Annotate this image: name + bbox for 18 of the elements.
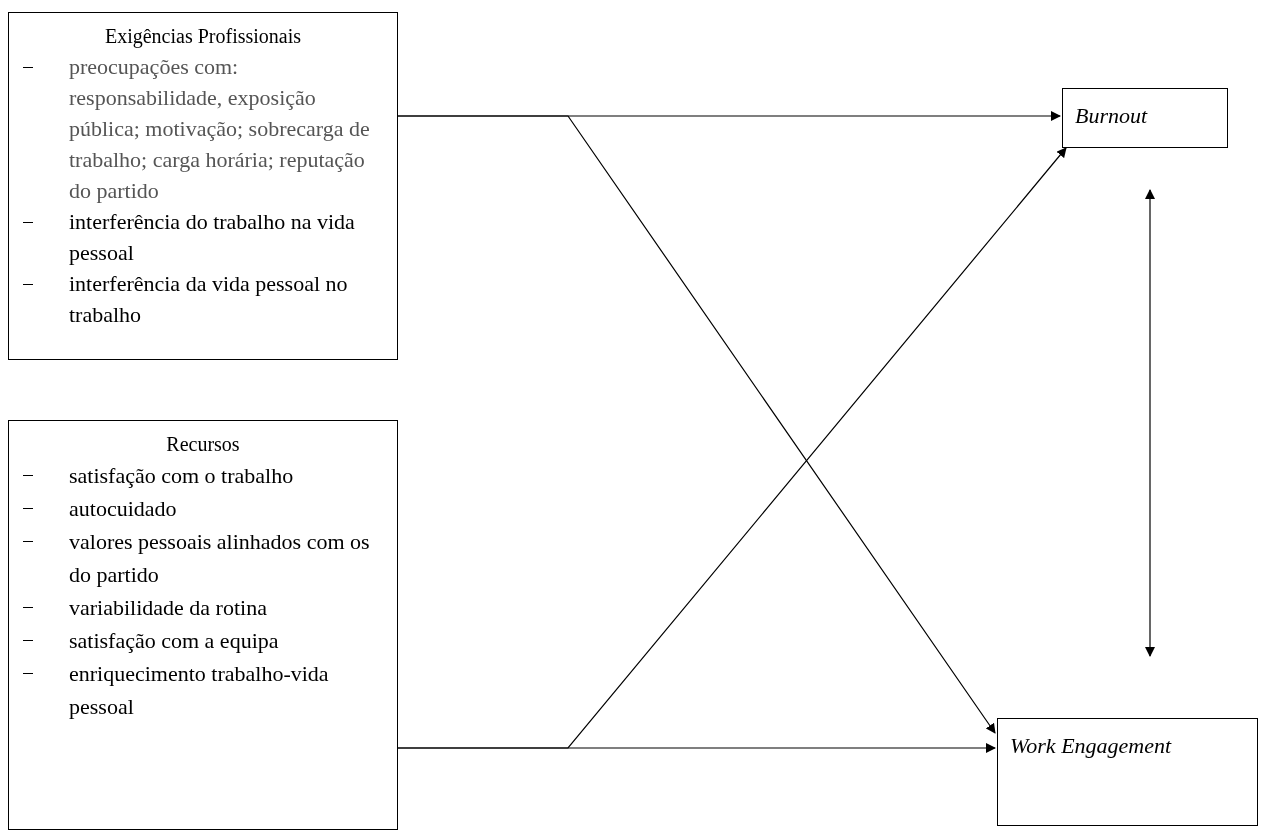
list-item: preocupações com: responsabilidade, exposição pública; motivação; sobrecarga de trabalho; carga horária; reputação do partido bbox=[69, 53, 371, 205]
outcome-label: Work Engagement bbox=[1010, 732, 1172, 760]
list-item: autocuidado bbox=[69, 495, 178, 523]
list-box bbox=[8, 12, 398, 360]
arrow bbox=[397, 743, 996, 753]
list-item: satisfação com o trabalho bbox=[69, 462, 295, 490]
box-heading: Exigências Profissionais bbox=[104, 24, 302, 50]
arrow bbox=[1145, 189, 1155, 657]
outcome-label: Burnout bbox=[1075, 102, 1148, 130]
outcome-box bbox=[1062, 88, 1228, 148]
list-item: enriquecimento trabalho-vida pessoal bbox=[69, 660, 330, 721]
box-heading: Recursos bbox=[166, 432, 240, 457]
list-item: variabilidade da rotina bbox=[69, 594, 268, 622]
list-item: interferência da vida pessoal no trabalho bbox=[69, 270, 349, 329]
list-box bbox=[8, 420, 398, 830]
outcome-box bbox=[997, 718, 1258, 826]
list-item: satisfação com a equipa bbox=[69, 627, 280, 655]
arrow bbox=[397, 115, 996, 734]
